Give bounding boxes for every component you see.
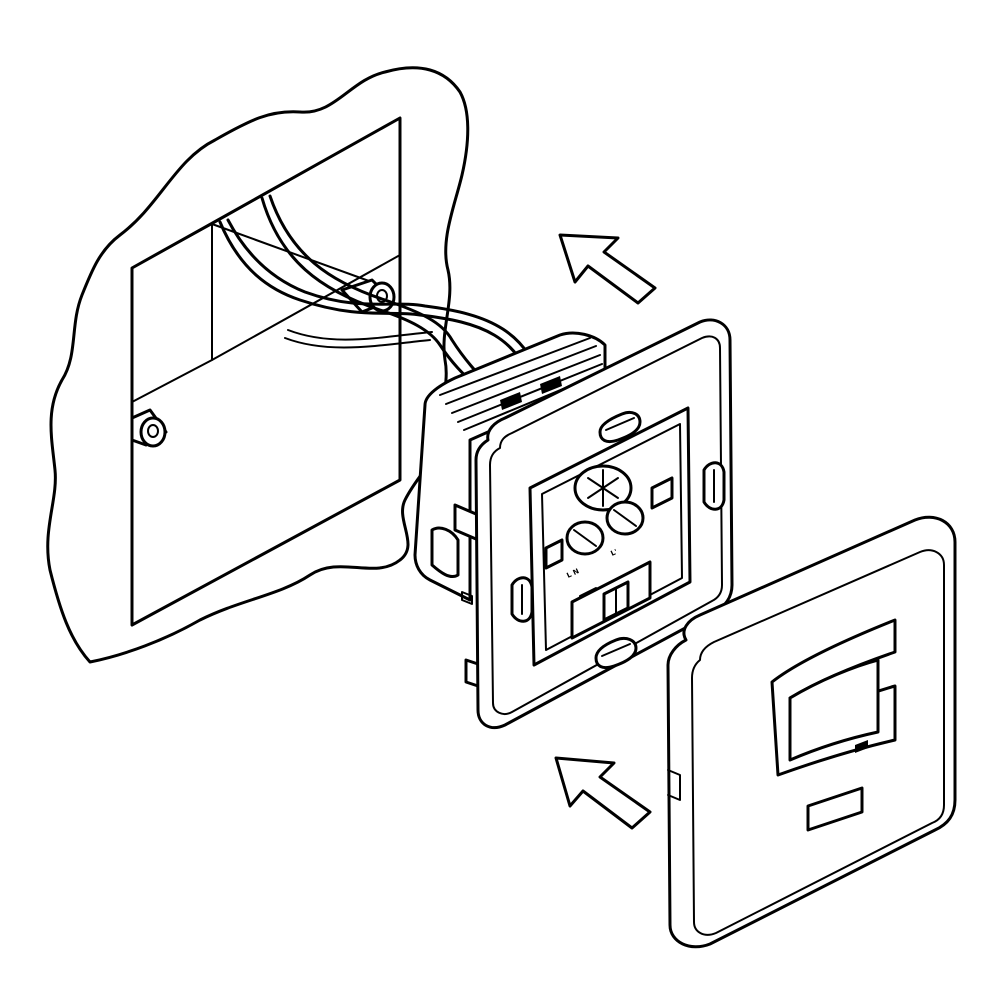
sensor-cover [666,515,957,949]
arrow-lower [554,756,652,830]
terminal-label-lprime: L' [609,548,618,558]
screw-boss-left [130,408,168,448]
cover-indicator-window [806,786,864,832]
cable-wires [218,194,547,397]
arrow-lower-shape [554,756,652,830]
sensor-lens [788,658,880,762]
mounting-slots [510,410,726,670]
switch-insert: L N L' [413,318,734,730]
led-window [650,476,674,510]
housing-fins [439,337,605,431]
arrow-upper [558,233,657,305]
wall [46,66,470,664]
terminal-block [570,560,652,640]
adjustment-controls: L N L' [544,464,674,580]
arrow-upper-shape [558,233,657,305]
